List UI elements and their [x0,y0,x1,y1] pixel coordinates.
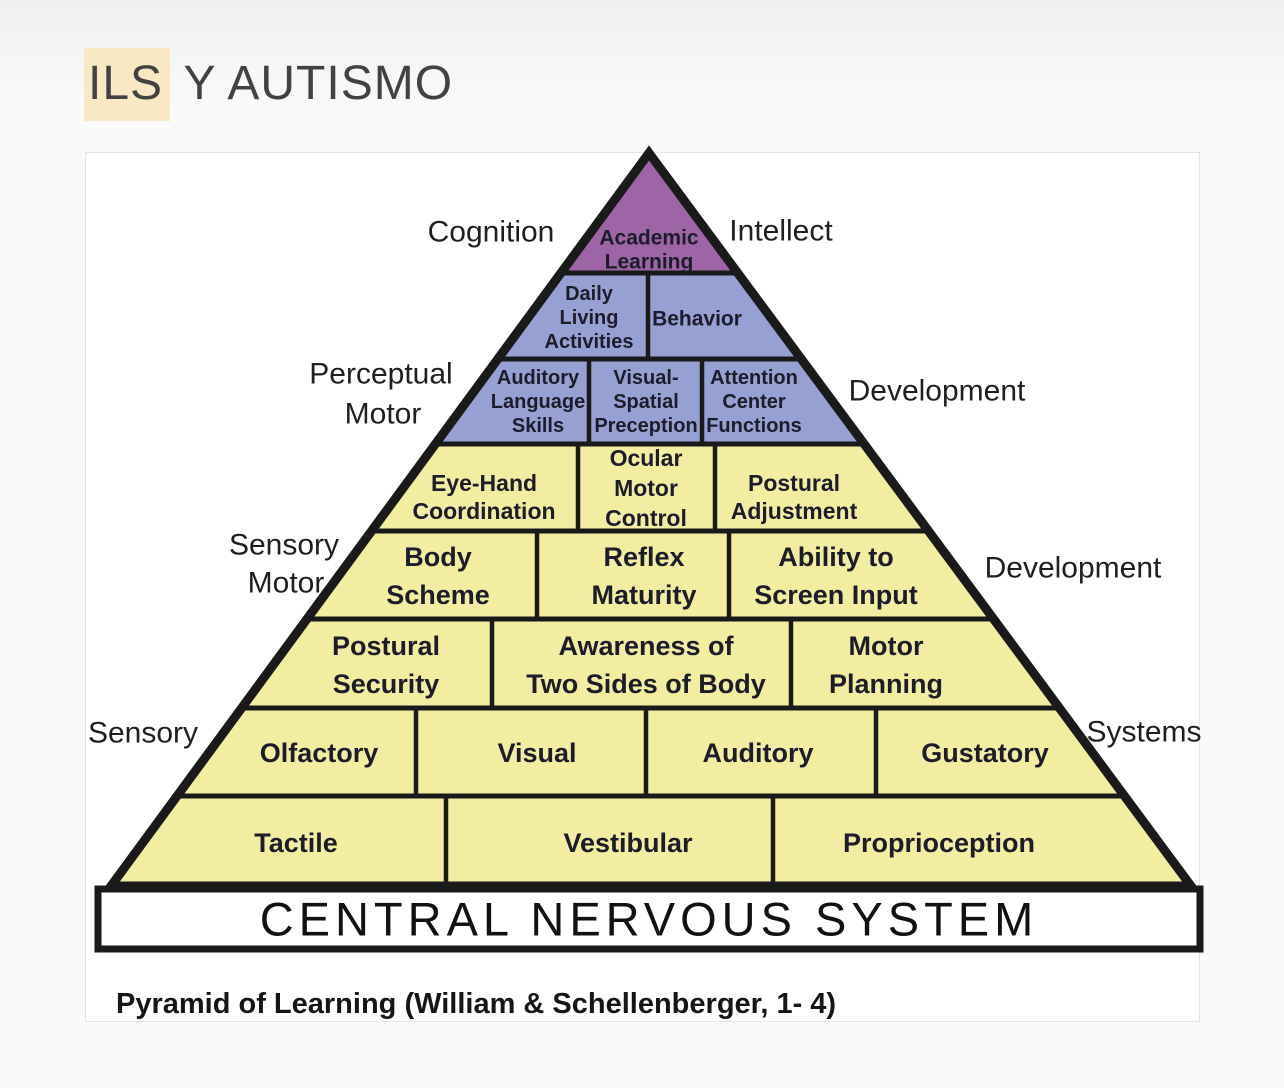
figure-caption: Pyramid of Learning (William & Schellenb… [116,988,836,1020]
cell-label: Proprioception [843,828,1035,858]
cell-label: Reflex [603,542,684,572]
outer-label-development-lower: Development [985,552,1162,585]
cell-label: Vestibular [563,828,693,858]
cns-label: CENTRAL NERVOUS SYSTEM [260,893,1039,946]
pyramid-svg: Academic Learning Daily Living Activitie… [88,145,1204,1020]
cell-label: Scheme [386,580,490,610]
cell-label: Skills [512,415,564,437]
cell-label: Preception [594,415,697,437]
cell-label: Spatial [613,391,679,413]
cell-label: Auditory [703,738,814,768]
cell-label: Academic [599,227,699,250]
top-gradient [0,0,1284,110]
cell-label: Adjustment [731,498,858,524]
cell-label: Learning [605,251,694,274]
cell-label: Daily [565,283,614,305]
cell-label: Activities [545,331,634,353]
cell-label: Two Sides of Body [526,669,766,699]
cns-box [94,885,1204,953]
cell-label: Olfactory [260,738,379,768]
outer-label-perceptual-motor: Motor [345,398,422,431]
cell-label: Motor [849,631,924,661]
cell-label: Planning [829,669,943,699]
cell-label: Body [404,542,472,572]
page-title: ILS Y AUTISMO [84,48,454,121]
cell-label: Tactile [254,828,338,858]
cell-label: Attention [710,367,798,389]
cell-label: Visual [497,738,576,768]
cell-label: Gustatory [921,738,1049,768]
outer-label-sensory-motor: Motor [248,567,325,600]
outer-label-sensory: Sensory [88,717,198,750]
cell-label: Functions [706,415,802,437]
cell-label: Postural [332,631,440,661]
cell-label: Visual- [613,367,678,389]
outer-label-intellect: Intellect [729,215,833,248]
cell-label: Eye-Hand [431,470,537,496]
cell-label: Awareness of [558,631,734,661]
cell-label: Maturity [591,580,696,610]
outer-label-development-upper: Development [849,375,1026,408]
cell-label: Language [491,391,585,413]
cell-label: Living [560,307,619,329]
outer-label-sensory-motor: Sensory [229,529,339,562]
title-rest: Y AUTISMO [170,57,454,110]
cell-label: Control [605,505,687,531]
cell-label: Screen Input [754,580,918,610]
cell-label: Center [722,391,786,413]
cell-label: Auditory [497,367,580,389]
title-highlight: ILS [84,48,171,121]
cell-label: Ability to [778,542,894,572]
cell-label: Motor [614,475,678,501]
outer-label-systems: Systems [1086,716,1201,749]
cell-label: Behavior [652,308,742,331]
cell-label: Ocular [610,445,683,471]
cell-label: Postural [748,470,840,496]
cell-label: Security [333,669,440,699]
learning-pyramid-figure: Academic Learning Daily Living Activitie… [85,145,1204,1022]
cell-label: Coordination [412,498,555,524]
outer-label-cognition: Cognition [428,216,555,249]
outer-label-perceptual-motor: Perceptual [309,358,452,391]
